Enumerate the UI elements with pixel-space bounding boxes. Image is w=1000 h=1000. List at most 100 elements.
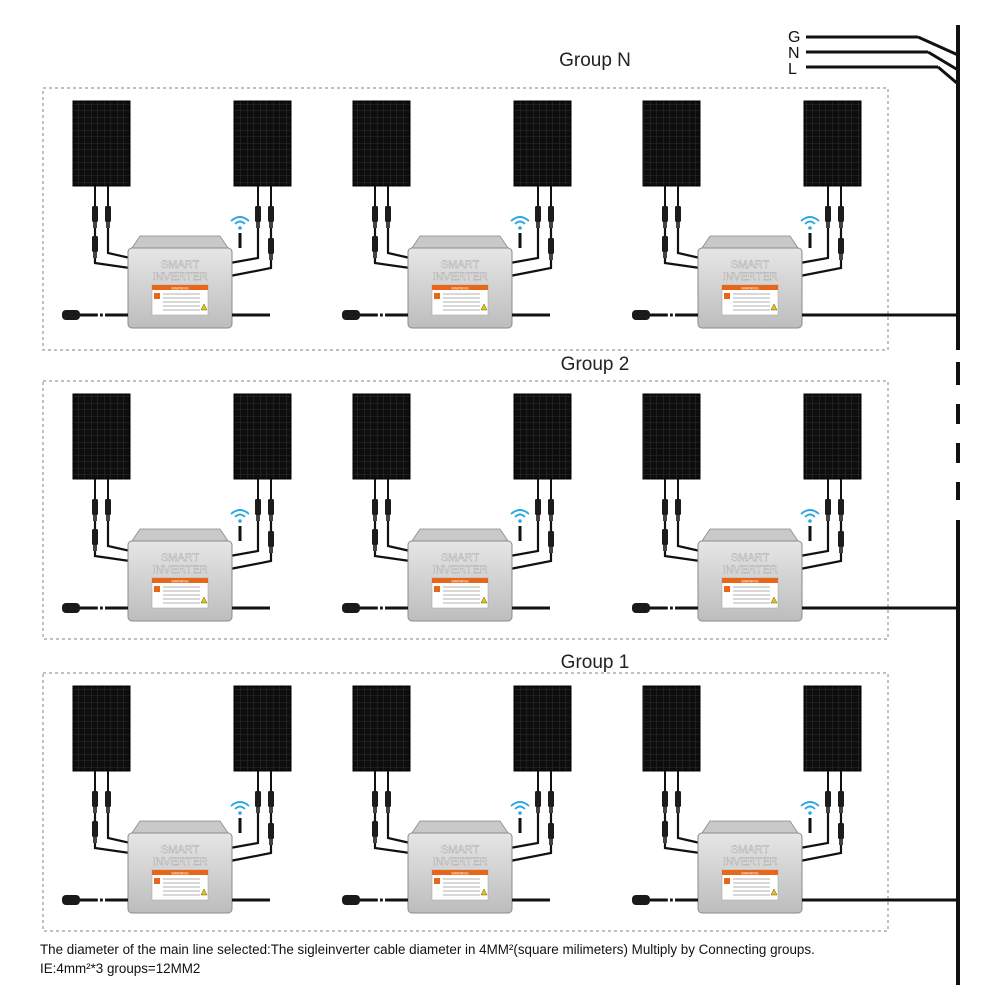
- dc-cables: [92, 771, 274, 863]
- dc-cables: [372, 186, 554, 278]
- inverter-group: Group NSMARTINVERTERWARNINGSMARTINVERTER…: [42, 50, 958, 351]
- inverter-group: Group 1SMARTINVERTERWARNINGSMARTINVERTER…: [42, 652, 958, 932]
- inverter-group: Group 2SMARTINVERTERWARNINGSMARTINVERTER…: [42, 354, 958, 640]
- ac-trunk-cable: [342, 309, 570, 321]
- ac-trunk-cable: [62, 309, 290, 321]
- wifi-icon: [230, 801, 250, 815]
- warning-text: WARNING: [171, 579, 188, 583]
- group-frame: [42, 672, 889, 932]
- inverter-label-line2: INVERTER: [152, 271, 207, 283]
- solar-panel: [513, 393, 572, 480]
- group-frame: [42, 87, 889, 351]
- inverter-label-line2: INVERTER: [432, 271, 487, 283]
- warning-sticker: WARNING: [151, 577, 209, 609]
- footer-line-2: IE:4mm²*3 groups=12MM2: [40, 961, 201, 976]
- wifi-icon: [230, 216, 250, 230]
- footer-note: The diameter of the main line selected:T…: [40, 940, 980, 978]
- solar-panel: [642, 393, 701, 480]
- warning-sticker: WARNING: [151, 869, 209, 901]
- inverter-label-line2: INVERTER: [152, 564, 207, 576]
- inverter-label-line2: INVERTER: [432, 856, 487, 868]
- group-title: Group 2: [561, 354, 630, 375]
- wifi-icon: [510, 509, 530, 523]
- dc-cables: [92, 479, 274, 571]
- solar-panel: [513, 100, 572, 187]
- bus-label-l: L: [788, 61, 797, 78]
- solar-panel: [72, 393, 131, 480]
- ac-trunk-cable: [62, 602, 290, 614]
- group-title: Group N: [559, 50, 631, 71]
- solar-panel: [513, 685, 572, 772]
- warning-text: WARNING: [171, 871, 188, 875]
- main-bus: G N L: [788, 25, 960, 985]
- warning-text: WARNING: [171, 286, 188, 290]
- warning-sticker: WARNING: [721, 869, 779, 901]
- groups-layer: Group NSMARTINVERTERWARNINGSMARTINVERTER…: [42, 50, 958, 932]
- wifi-icon: [230, 509, 250, 523]
- solar-panel: [352, 393, 411, 480]
- inverter-label-line2: INVERTER: [152, 856, 207, 868]
- warning-sticker: WARNING: [151, 284, 209, 316]
- bus-line-l: [806, 65, 959, 86]
- bus-line-g: [806, 35, 959, 57]
- warning-text: WARNING: [741, 579, 758, 583]
- warning-sticker: WARNING: [431, 577, 489, 609]
- ac-trunk-cable: [342, 894, 570, 906]
- solar-panel: [233, 393, 292, 480]
- inverter-label-line2: INVERTER: [722, 271, 777, 283]
- solar-panel: [233, 100, 292, 187]
- solar-panel: [803, 685, 862, 772]
- inverter-label-line1: SMART: [731, 844, 770, 856]
- solar-panel: [233, 685, 292, 772]
- solar-panel: [803, 393, 862, 480]
- warning-sticker: WARNING: [721, 577, 779, 609]
- warning-text: WARNING: [451, 286, 468, 290]
- group-title: Group 1: [561, 652, 630, 673]
- wifi-icon: [800, 509, 820, 523]
- inverter-label-line1: SMART: [161, 259, 200, 271]
- inverter-label-line1: SMART: [441, 259, 480, 271]
- inverter-label-line1: SMART: [441, 844, 480, 856]
- inverter-label-line1: SMART: [731, 552, 770, 564]
- ac-trunk-cable: [62, 894, 290, 906]
- dc-cables: [372, 771, 554, 863]
- wifi-icon: [800, 801, 820, 815]
- inverter-label-line1: SMART: [161, 552, 200, 564]
- dc-cables: [372, 479, 554, 571]
- solar-panel: [352, 685, 411, 772]
- warning-text: WARNING: [741, 286, 758, 290]
- bus-label-g: G: [788, 29, 800, 46]
- bus-label-n: N: [788, 45, 800, 62]
- solar-panel: [642, 685, 701, 772]
- ac-trunk-cable: [342, 602, 570, 614]
- inverter-label-line2: INVERTER: [432, 564, 487, 576]
- solar-panel: [352, 100, 411, 187]
- warning-text: WARNING: [451, 579, 468, 583]
- ac-trunk-cable: [632, 894, 860, 906]
- warning-sticker: WARNING: [721, 284, 779, 316]
- solar-panel: [803, 100, 862, 187]
- footer-line-1: The diameter of the main line selected:T…: [40, 942, 815, 957]
- solar-panel: [642, 100, 701, 187]
- dc-cables: [662, 186, 844, 278]
- dc-cables: [92, 186, 274, 278]
- warning-sticker: WARNING: [431, 869, 489, 901]
- solar-panel: [72, 100, 131, 187]
